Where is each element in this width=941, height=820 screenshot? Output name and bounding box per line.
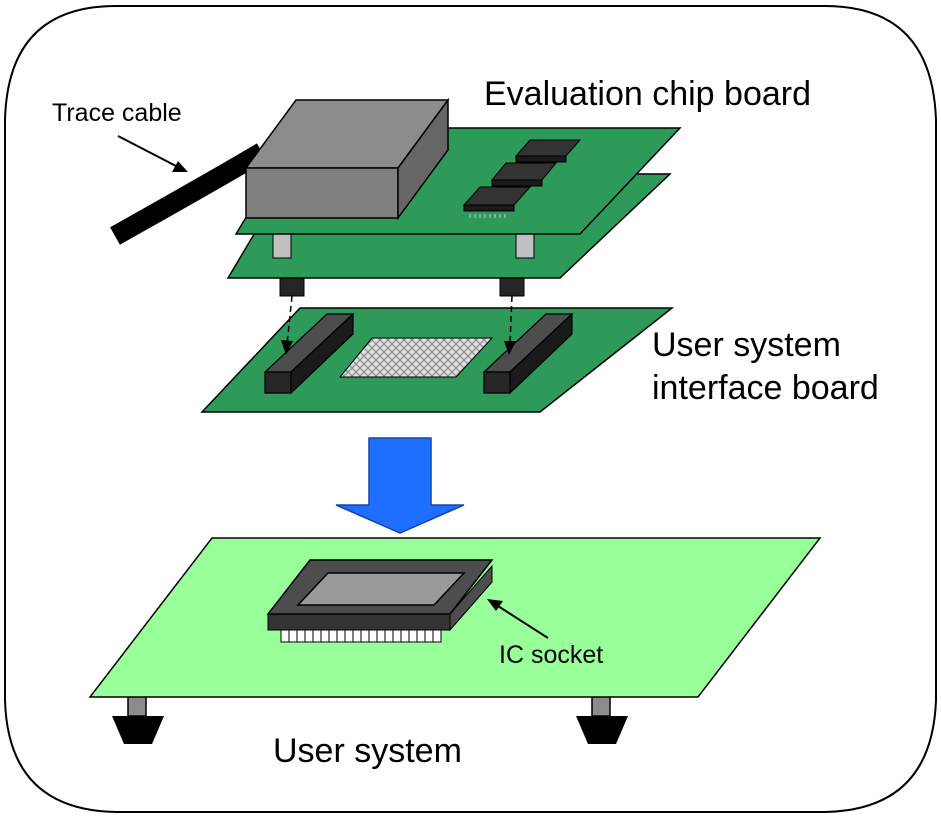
ic-socket-arrow	[487, 599, 549, 639]
ic-socket	[266, 559, 494, 643]
user-system-foot-right	[576, 695, 628, 744]
mount-down-arrow	[335, 437, 465, 534]
connector-alignment-arrows	[281, 295, 516, 355]
evaluation-box-front	[245, 167, 399, 219]
interface-connector-left	[263, 312, 355, 395]
interface-board	[200, 307, 675, 413]
evaluation-chip-board-label: Evaluation chip board	[484, 75, 812, 113]
interface-board-label-line2: interface board	[652, 369, 879, 407]
user-system-label: User system	[273, 732, 462, 770]
interface-board-label-line1: User system	[652, 326, 841, 364]
evaluation-box-side	[397, 97, 449, 221]
trace-cable	[110, 143, 268, 245]
trace-cable-label: Trace cable	[52, 99, 182, 127]
interface-board-mesh-area	[338, 337, 494, 378]
trace-cable-arrow	[117, 135, 188, 172]
evaluation-chip-board	[110, 97, 682, 297]
ic-socket-label: IC socket	[499, 641, 604, 669]
evaluation-small-chip	[462, 139, 582, 212]
interface-connector-right	[482, 312, 574, 395]
